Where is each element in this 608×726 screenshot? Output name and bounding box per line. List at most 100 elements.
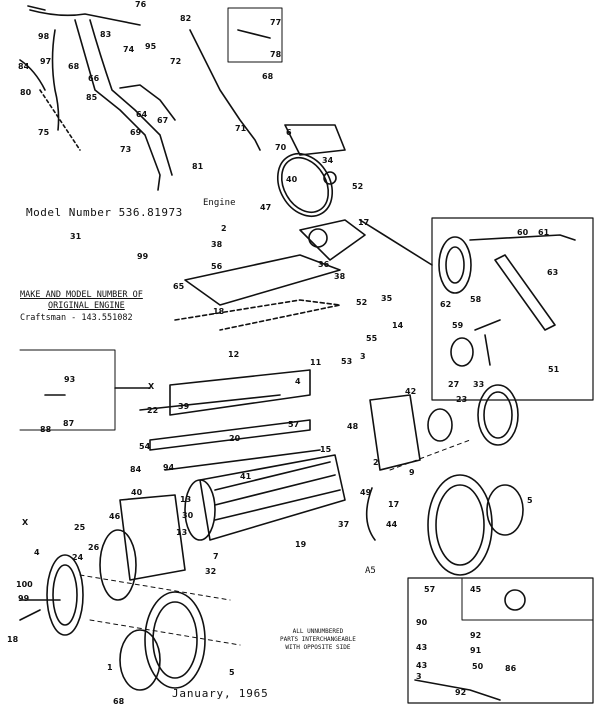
part-number-label: 84 bbox=[130, 465, 142, 474]
part-number-label: 37 bbox=[338, 520, 350, 529]
part-number-label: 23 bbox=[456, 395, 468, 404]
part-number-label: 85 bbox=[86, 93, 98, 102]
part-number-label: 20 bbox=[229, 434, 241, 443]
part-number-label: 17 bbox=[388, 500, 400, 509]
part-number-label: 17 bbox=[358, 218, 370, 227]
part-number-label: 61 bbox=[538, 228, 550, 237]
part-number-label: 47 bbox=[260, 203, 272, 212]
craftsman-line: Craftsman - 143.551082 bbox=[20, 313, 133, 323]
part-number-label: 91 bbox=[470, 646, 482, 655]
part-number-label: 5 bbox=[527, 496, 533, 505]
part-number-label: 71 bbox=[235, 124, 247, 133]
part-number-label: 94 bbox=[163, 463, 175, 472]
part-number-label: 43 bbox=[416, 643, 428, 652]
part-number-label: 68 bbox=[113, 697, 125, 706]
part-number-label: 56 bbox=[211, 262, 223, 271]
part-number-label: 59 bbox=[452, 321, 464, 330]
part-number-label: 75 bbox=[38, 128, 50, 137]
part-number-label: 82 bbox=[180, 14, 192, 23]
revision-mark: A5 bbox=[365, 566, 376, 576]
part-number-label: 54 bbox=[139, 442, 151, 451]
make-model-heading-line1: MAKE AND MODEL NUMBER OF bbox=[20, 290, 143, 300]
part-number-label: 35 bbox=[381, 294, 393, 303]
part-number-label: 99 bbox=[137, 252, 149, 261]
part-number-label: 68 bbox=[262, 72, 274, 81]
part-number-label: 13 bbox=[176, 528, 188, 537]
x-marker: X bbox=[22, 518, 29, 527]
part-number-label: 7 bbox=[213, 552, 219, 561]
part-number-label: 77 bbox=[270, 18, 282, 27]
part-number-label: 18 bbox=[213, 307, 225, 316]
part-number-label: 83 bbox=[100, 30, 112, 39]
part-number-label: 12 bbox=[228, 350, 240, 359]
part-number-label: 46 bbox=[109, 512, 121, 521]
part-number-label: 72 bbox=[170, 57, 182, 66]
part-number-label: 98 bbox=[38, 32, 50, 41]
part-number-label: 57 bbox=[288, 420, 300, 429]
part-number-label: 84 bbox=[18, 62, 30, 71]
part-number-label: 70 bbox=[275, 143, 287, 152]
part-number-label: 30 bbox=[182, 511, 194, 520]
part-number-label: 27 bbox=[448, 380, 460, 389]
part-number-label: 65 bbox=[173, 282, 185, 291]
x-marker: X bbox=[148, 382, 155, 391]
part-number-label: 48 bbox=[347, 422, 359, 431]
interchangeable-note: ALL UNNUMBERED PARTS INTERCHANGEABLE WIT… bbox=[280, 628, 356, 652]
part-number-label: 53 bbox=[341, 357, 353, 366]
part-number-label: 76 bbox=[135, 0, 147, 9]
part-number-label: 69 bbox=[130, 128, 142, 137]
part-number-label: 13 bbox=[180, 495, 192, 504]
make-model-heading-line2: ORIGINAL ENGINE bbox=[48, 301, 125, 311]
part-number-label: 4 bbox=[295, 377, 301, 386]
part-number-label: 24 bbox=[72, 553, 84, 562]
part-number-label: 63 bbox=[547, 268, 559, 277]
part-number-label: 38 bbox=[211, 240, 223, 249]
part-number-label: 3 bbox=[416, 672, 422, 681]
part-number-label: 33 bbox=[473, 380, 485, 389]
part-number-label: 19 bbox=[295, 540, 307, 549]
part-number-label: 11 bbox=[310, 358, 322, 367]
part-number-label: 42 bbox=[405, 387, 417, 396]
part-number-label: 26 bbox=[88, 543, 100, 552]
part-number-label: 80 bbox=[20, 88, 32, 97]
part-number-label: 52 bbox=[356, 298, 368, 307]
part-number-label: 32 bbox=[205, 567, 217, 576]
part-number-label: 87 bbox=[63, 419, 75, 428]
part-number-label: 18 bbox=[7, 635, 19, 644]
part-number-label: 51 bbox=[548, 365, 560, 374]
part-number-label: 92 bbox=[470, 631, 482, 640]
part-number-label: 40 bbox=[131, 488, 143, 497]
part-number-label: 74 bbox=[123, 45, 135, 54]
part-number-label: 43 bbox=[416, 661, 428, 670]
part-number-label: 62 bbox=[440, 300, 452, 309]
part-number-label: 3 bbox=[360, 352, 366, 361]
part-number-label: 5 bbox=[229, 668, 235, 677]
part-number-label: 100 bbox=[16, 580, 33, 589]
part-number-label: 66 bbox=[88, 74, 100, 83]
part-number-label: 39 bbox=[178, 402, 190, 411]
part-number-label: 1 bbox=[107, 663, 113, 672]
part-number-label: 78 bbox=[270, 50, 282, 59]
part-number-label: 55 bbox=[366, 334, 378, 343]
part-number-label: 67 bbox=[157, 116, 169, 125]
part-number-label: 38 bbox=[334, 272, 346, 281]
part-number-label: 73 bbox=[120, 145, 132, 154]
engine-label: Engine bbox=[203, 198, 236, 208]
part-number-label: 49 bbox=[360, 488, 372, 497]
part-number-label: 57 bbox=[424, 585, 436, 594]
part-number-label: 31 bbox=[70, 232, 82, 241]
part-number-label: 9 bbox=[409, 468, 415, 477]
part-number-label: 14 bbox=[392, 321, 404, 330]
note-line: WITH OPPOSITE SIDE bbox=[285, 644, 351, 651]
part-number-label: 2 bbox=[373, 458, 379, 467]
part-number-label: 93 bbox=[64, 375, 76, 384]
model-number: Model Number 536.81973 bbox=[26, 206, 183, 219]
note-line: ALL UNNUMBERED bbox=[292, 628, 344, 635]
part-number-label: 86 bbox=[505, 664, 517, 673]
part-number-label: 60 bbox=[517, 228, 529, 237]
part-number-label: 58 bbox=[470, 295, 482, 304]
part-number-label: 41 bbox=[240, 472, 252, 481]
part-number-label: 92 bbox=[455, 688, 467, 697]
part-number-label: 97 bbox=[40, 57, 52, 66]
